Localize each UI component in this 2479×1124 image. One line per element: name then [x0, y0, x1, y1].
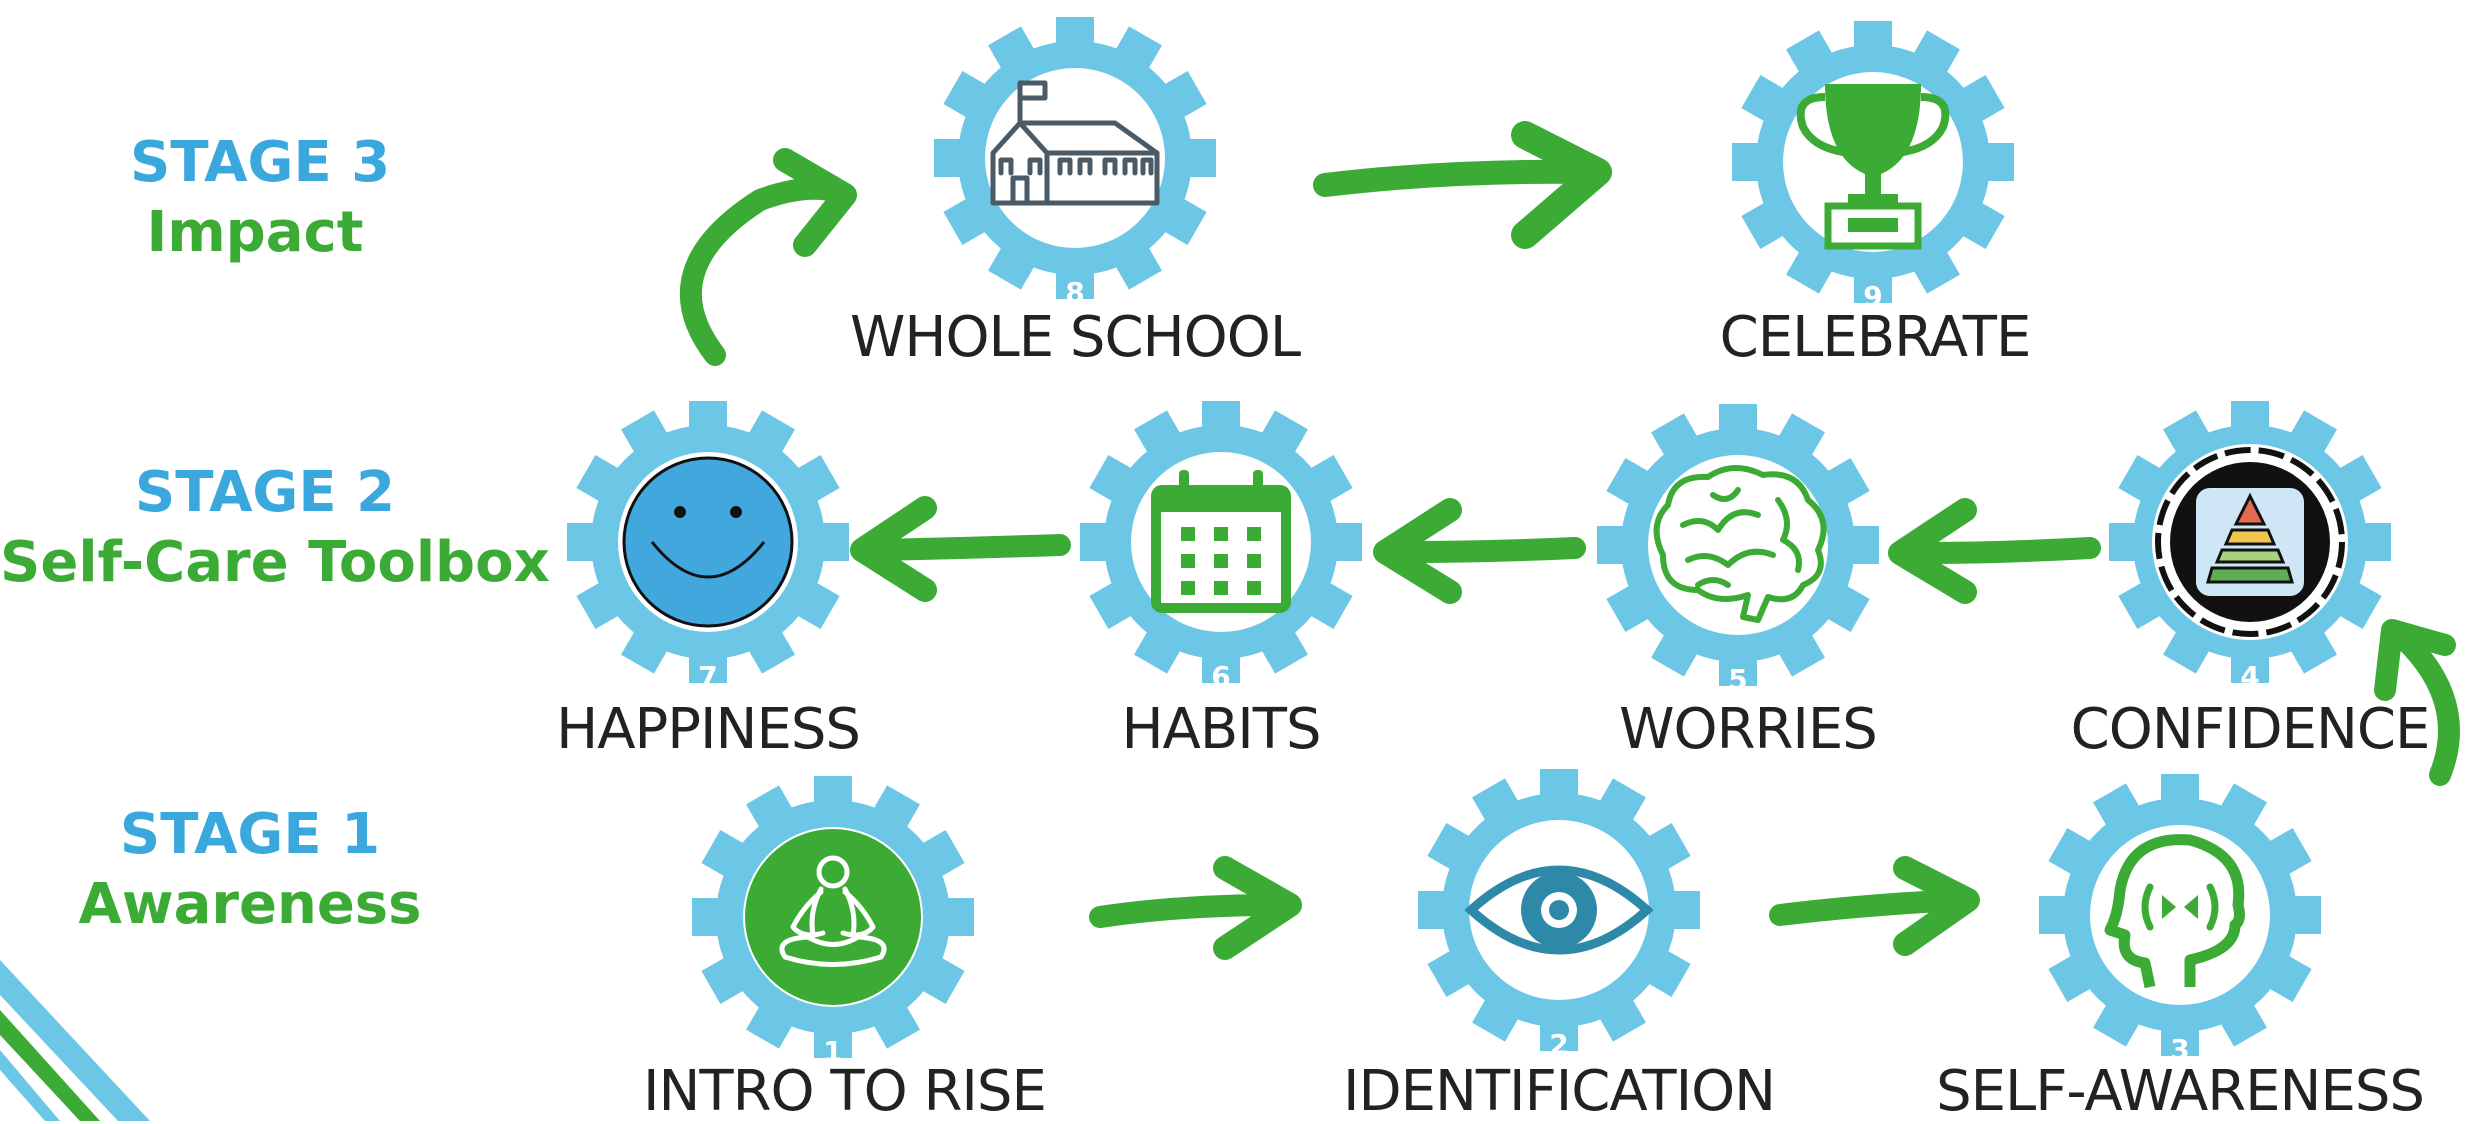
- arrow-4-to-5: [1888, 498, 2101, 604]
- step-7-number: 7: [698, 660, 717, 693]
- step-4-label: CONFIDENCE: [2070, 697, 2431, 762]
- arrow-3-to-4: [2374, 619, 2460, 786]
- stage-1-number: STAGE 1: [119, 802, 381, 867]
- step-4-number: 4: [2240, 660, 2259, 693]
- step-3-number: 3: [2170, 1033, 2189, 1066]
- arrow-8-to-9: [1313, 121, 1612, 249]
- step-8-label: WHOLE SCHOOL: [849, 305, 1301, 370]
- step-6-gear: [1080, 401, 1362, 683]
- step-9-number: 9: [1863, 280, 1882, 313]
- step-7-label: HAPPINESS: [556, 697, 861, 762]
- step-1-number: 1: [823, 1035, 842, 1068]
- stage-2-number: STAGE 2: [134, 460, 396, 525]
- step-2-label: IDENTIFICATION: [1342, 1059, 1776, 1124]
- trophy-icon: [1796, 84, 1950, 250]
- calendar-icon: [1151, 470, 1291, 613]
- stage-1-label: STAGE 1 Awareness: [60, 800, 440, 940]
- stage-3-label: STAGE 3 Impact: [130, 128, 391, 268]
- arrow-1-to-2: [1089, 856, 1302, 960]
- step-6-label: HABITS: [1121, 697, 1321, 762]
- arrow-5-to-6: [1373, 498, 1586, 604]
- meditation-icon: [745, 829, 921, 1005]
- step-9-label: CELEBRATE: [1719, 305, 2032, 370]
- step-8-number: 8: [1065, 276, 1084, 309]
- arrow-6-to-7: [850, 496, 1071, 602]
- step-2-number: 2: [1549, 1028, 1568, 1061]
- step-5-gear: [1597, 404, 1879, 686]
- head-sound-icon: [2104, 834, 2245, 989]
- step-5-number: 5: [1728, 663, 1747, 696]
- step-1-label: INTRO TO RISE: [643, 1059, 1047, 1124]
- smiley-icon: [622, 456, 794, 628]
- step-8-gear: [934, 17, 1216, 299]
- stage-3-name: Impact: [146, 200, 364, 265]
- brain-icon: [1653, 465, 1827, 623]
- step-6-number: 6: [1211, 660, 1230, 693]
- pyramid-icon: [2152, 444, 2348, 640]
- arrow-7-to-8: [680, 148, 857, 366]
- stage-2-name: Self-Care Toolbox: [0, 530, 550, 595]
- arrow-2-to-3: [1769, 856, 1980, 956]
- stage-2-label: STAGE 2 Self-Care Toolbox: [0, 458, 550, 598]
- step-3-label: SELF-AWARENESS: [1936, 1059, 2425, 1124]
- step-3-gear: [2039, 774, 2321, 1056]
- eye-icon: [1464, 865, 1654, 955]
- stage-3-number: STAGE 3: [130, 130, 391, 195]
- corner-brush-decoration: [0, 960, 150, 1121]
- step-5-label: WORRIES: [1619, 697, 1878, 762]
- school-icon: [990, 80, 1160, 206]
- stage-1-name: Awareness: [78, 872, 422, 937]
